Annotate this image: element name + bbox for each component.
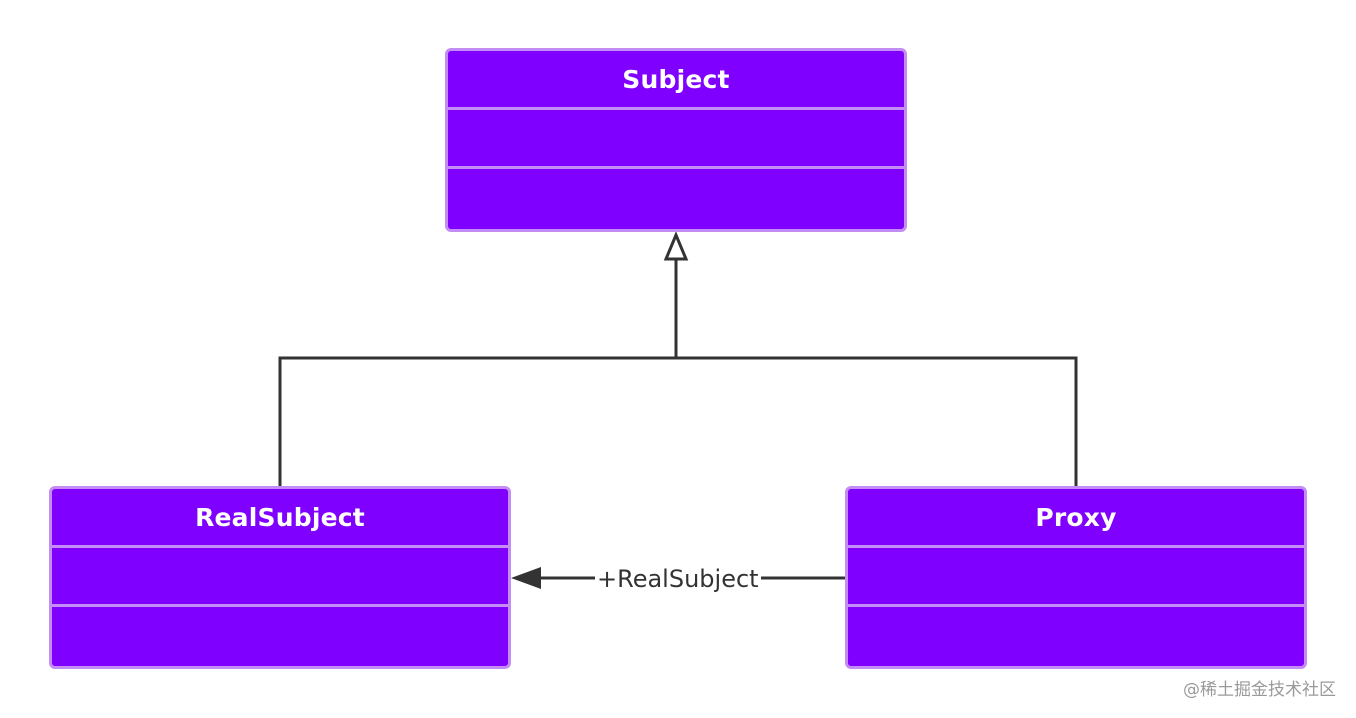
association-label: +RealSubject	[595, 563, 761, 595]
class-subject-attributes	[448, 110, 904, 169]
class-realsubject[interactable]: RealSubject	[49, 486, 511, 669]
class-subject-name: Subject	[448, 51, 904, 110]
watermark-text: @稀土掘金技术社区	[1183, 680, 1336, 700]
inheritance-arrow-icon	[663, 231, 689, 261]
class-proxy[interactable]: Proxy	[845, 486, 1307, 669]
association-arrow-icon	[511, 567, 541, 589]
class-subject[interactable]: Subject	[445, 48, 907, 232]
class-subject-operations	[448, 169, 904, 228]
class-realsubject-name: RealSubject	[52, 489, 508, 548]
generalization-line-proxy	[676, 356, 1078, 487]
class-realsubject-attributes	[52, 548, 508, 607]
class-proxy-name: Proxy	[848, 489, 1304, 548]
class-proxy-attributes	[848, 548, 1304, 607]
class-proxy-operations	[848, 607, 1304, 666]
class-realsubject-operations	[52, 607, 508, 666]
generalization-line-realsubject	[278, 356, 676, 487]
